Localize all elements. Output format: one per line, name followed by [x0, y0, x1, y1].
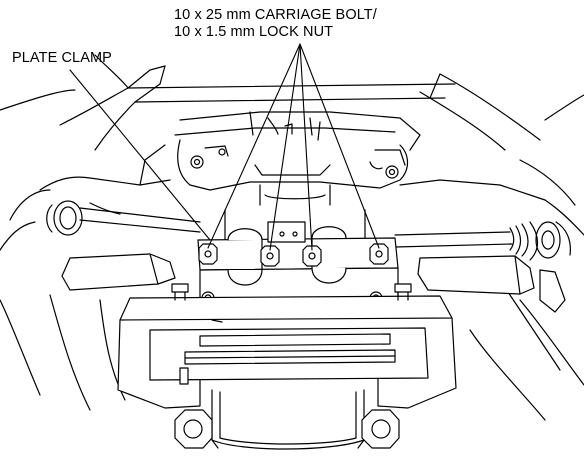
- leader-bolt-4: [299, 43, 380, 249]
- leader-plate-clamp: [69, 69, 211, 241]
- bolt-4: [369, 243, 389, 265]
- leader-lines: [69, 43, 380, 251]
- plate-clamp-callout: PLATE CLAMP: [12, 50, 112, 66]
- bolt-3: [302, 245, 322, 267]
- carriage-bolts: [198, 243, 389, 267]
- front-guard-frame: [117, 283, 457, 450]
- bolt-2: [260, 245, 280, 267]
- tie-rods: [46, 200, 571, 261]
- carriage-bolt-label-line2: 10 x 1.5 mm LOCK NUT: [174, 24, 334, 40]
- chassis-outline: [0, 54, 584, 421]
- leader-bolt-2: [269, 43, 301, 251]
- bolt-1: [198, 243, 218, 265]
- leader-bolt-1: [207, 43, 301, 249]
- leader-bolt-3: [299, 43, 313, 251]
- carriage-bolt-callout: 10 x 25 mm CARRIAGE BOLT/ 10 x 1.5 mm LO…: [174, 7, 377, 41]
- side-skid-plates: [61, 253, 566, 313]
- carriage-bolt-label-line1: 10 x 25 mm CARRIAGE BOLT/: [174, 7, 377, 23]
